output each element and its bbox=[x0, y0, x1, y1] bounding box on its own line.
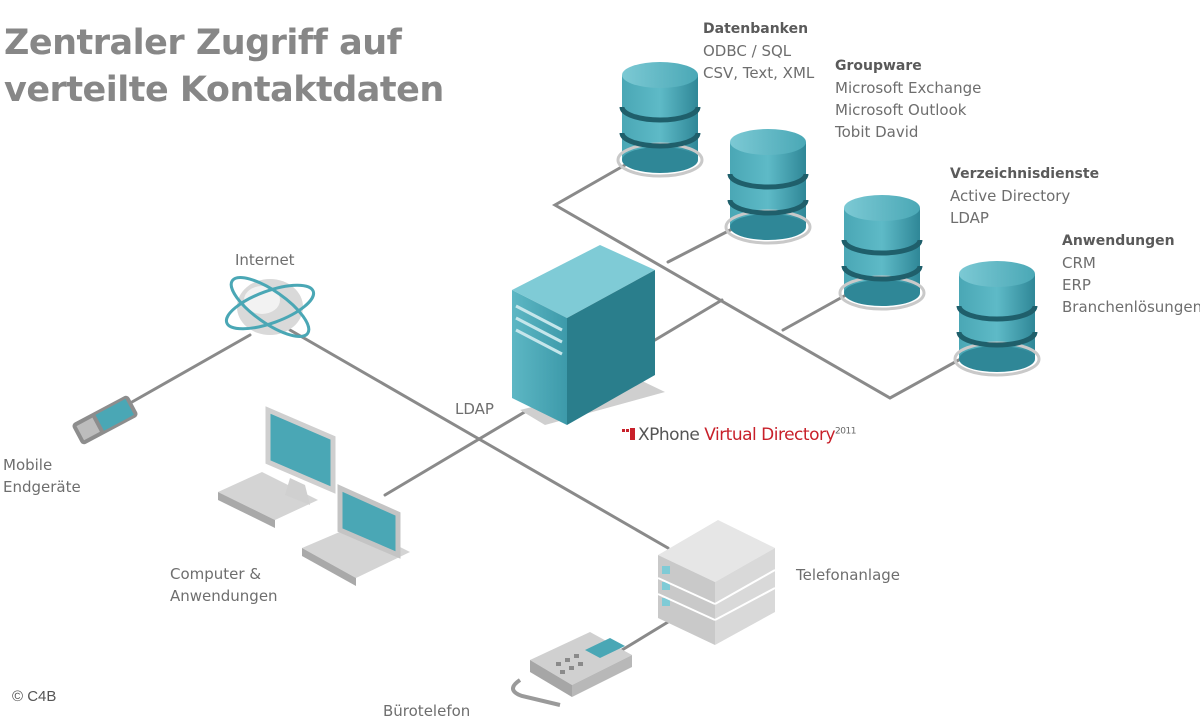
database-icon-groupware bbox=[724, 129, 812, 245]
mobile-device-icon bbox=[72, 395, 138, 445]
database-icon-verzeichnisdienste bbox=[838, 195, 926, 311]
label-ldap-protocol: LDAP bbox=[455, 400, 494, 418]
title-line-2: verteilte Kontaktdaten bbox=[4, 70, 444, 110]
connection-lines bbox=[130, 163, 997, 652]
source-heading: Verzeichnisdienste bbox=[950, 166, 1100, 182]
laptop-icon bbox=[302, 484, 410, 586]
label-line: Endgeräte bbox=[3, 478, 81, 496]
source-label-verzeichnisdienste: Verzeichnisdienste Active Directory LDAP bbox=[950, 163, 1099, 229]
source-item: ERP bbox=[1062, 276, 1091, 294]
source-item: CSV, Text, XML bbox=[703, 64, 815, 82]
brand-version: 2011 bbox=[835, 426, 856, 437]
source-heading: Datenbanken bbox=[703, 21, 809, 37]
database-icon-anwendungen bbox=[953, 261, 1041, 377]
desk-phone-icon bbox=[511, 632, 632, 707]
pbx-to-phone-line bbox=[620, 620, 670, 652]
desktop-computer-icon bbox=[218, 406, 336, 528]
label-line: Anwendungen bbox=[170, 587, 278, 605]
label-desk-phone: Bürotelefon bbox=[383, 702, 471, 720]
pbx-icon bbox=[657, 520, 776, 645]
source-item: ODBC / SQL bbox=[703, 42, 792, 60]
link-server-bus bbox=[653, 298, 724, 342]
source-item: Microsoft Outlook bbox=[835, 101, 967, 119]
source-item: Tobit David bbox=[835, 123, 919, 141]
label-line: Computer & bbox=[170, 565, 262, 583]
source-item: Microsoft Exchange bbox=[835, 79, 982, 97]
link-groupware bbox=[666, 223, 742, 264]
label-computer: Computer & Anwendungen bbox=[170, 563, 278, 607]
source-label-anwendungen: Anwendungen CRM ERP Branchenlösungen bbox=[1062, 230, 1200, 318]
mobile-to-internet-line bbox=[130, 333, 252, 404]
product-brand: XPhone Virtual Directory2011 bbox=[622, 425, 856, 445]
source-label-groupware: Groupware Microsoft Exchange Microsoft O… bbox=[835, 55, 981, 143]
source-label-datenbanken: Datenbanken ODBC / SQL CSV, Text, XML bbox=[703, 18, 814, 84]
brand-logo-icon bbox=[622, 428, 636, 440]
database-icon-datenbanken bbox=[616, 62, 704, 178]
label-mobile-devices: Mobile Endgeräte bbox=[3, 454, 81, 498]
source-heading: Anwendungen bbox=[1062, 233, 1175, 249]
label-internet: Internet bbox=[235, 251, 295, 269]
source-item: LDAP bbox=[950, 209, 989, 227]
label-line: Mobile bbox=[3, 456, 53, 474]
brand-prefix: XPhone bbox=[638, 425, 700, 445]
source-item: Active Directory bbox=[950, 187, 1071, 205]
title-line-1: Zentraler Zugriff auf bbox=[4, 23, 402, 63]
db-bus-line bbox=[551, 163, 997, 400]
label-pbx: Telefonanlage bbox=[796, 566, 901, 584]
copyright-notice: © C4B bbox=[12, 688, 57, 705]
globe-icon bbox=[224, 276, 316, 338]
source-item: CRM bbox=[1062, 254, 1096, 272]
brand-product: Virtual Directory bbox=[704, 425, 836, 445]
source-heading: Groupware bbox=[835, 58, 922, 74]
server-icon bbox=[512, 245, 665, 425]
link-directory bbox=[781, 288, 857, 332]
source-item: Branchenlösungen bbox=[1062, 298, 1200, 316]
computer-to-server-line bbox=[383, 408, 530, 497]
diagram-title: Zentraler Zugriff auf verteilte Kontaktd… bbox=[4, 20, 444, 114]
